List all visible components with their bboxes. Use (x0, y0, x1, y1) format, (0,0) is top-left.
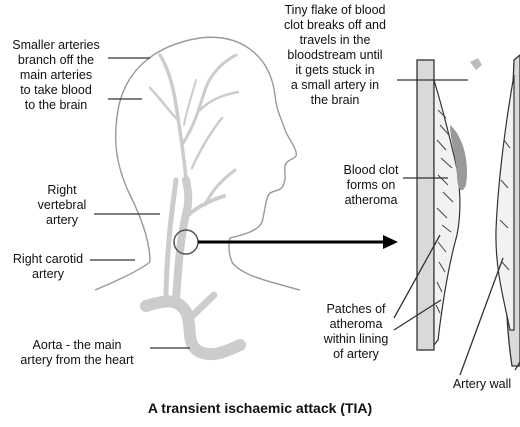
atheroma-right (496, 75, 514, 330)
back-of-neck (95, 262, 150, 290)
label-aorta: Aorta - the main artery from the heart (4, 338, 150, 368)
label-right-vertebral-artery: Right vertebral artery (30, 183, 94, 228)
label-clot-flake: Tiny flake of blood clot breaks off and … (270, 3, 400, 108)
atheroma-left (434, 80, 460, 345)
label-smaller-arteries: Smaller arteries branch off the main art… (3, 38, 109, 113)
aorta (146, 301, 240, 354)
label-patches-of-atheroma: Patches of atheroma within lining of art… (316, 302, 396, 362)
brain-arteries (150, 55, 238, 180)
clot-flake (470, 58, 482, 70)
label-artery-wall: Artery wall (446, 377, 518, 392)
right-carotid-artery (176, 180, 188, 300)
diagram-title: A transient ischaemic attack (TIA) (0, 400, 520, 416)
aorta-branch (190, 295, 214, 318)
label-right-carotid-artery: Right carotid artery (6, 252, 90, 282)
arrow-head (383, 235, 398, 249)
label-blood-clot: Blood clot forms on atheroma (338, 163, 404, 208)
